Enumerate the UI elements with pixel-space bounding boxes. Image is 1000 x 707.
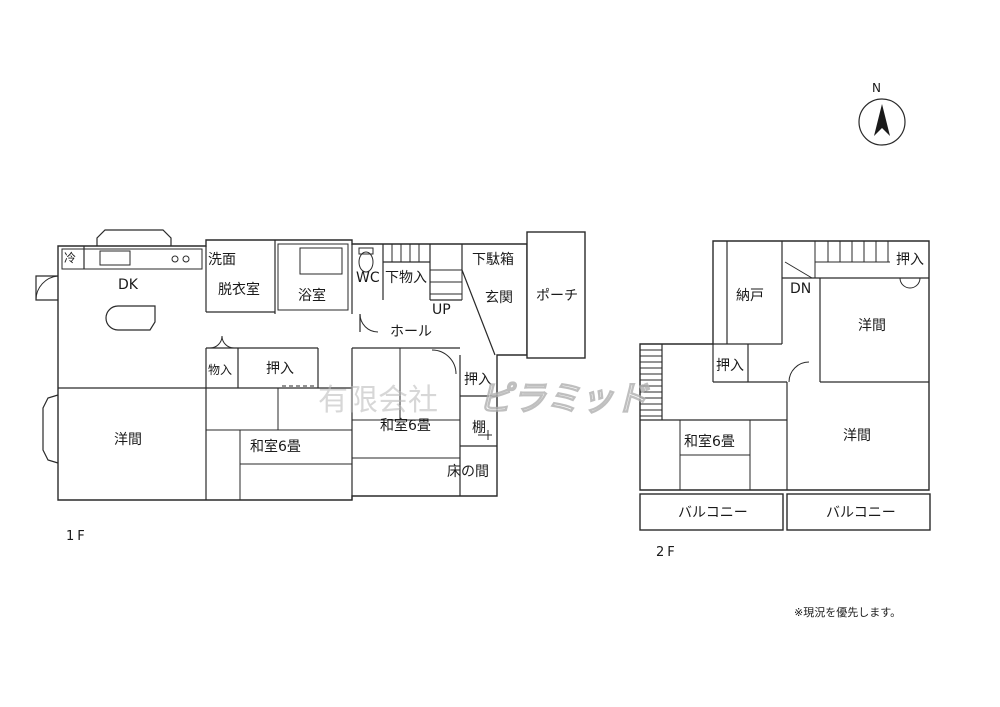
watermark-company: 有限会社 bbox=[318, 383, 438, 418]
room-label-oshiire-top: 押入 bbox=[896, 252, 924, 268]
watermark-brand: ピラミッド bbox=[478, 379, 650, 419]
room-label-youma-ne: 洋間 bbox=[858, 318, 886, 334]
room-label-balcony-a: バルコニー bbox=[678, 505, 748, 521]
room-label-genkan: 玄関 bbox=[485, 289, 513, 306]
room-label-senmen: 洗面 bbox=[208, 252, 236, 268]
floor-label-2f: 2F bbox=[656, 545, 678, 560]
room-label-porch: ポーチ bbox=[536, 288, 578, 304]
room-label-oshiire-a: 押入 bbox=[266, 361, 294, 377]
watermark: 有限会社 ピラミッド bbox=[318, 378, 651, 419]
room-label-shita-mono: 下物入 bbox=[385, 270, 427, 286]
floor-label-1f: 1F bbox=[66, 529, 88, 544]
room-label-washitsu-b: 和室6畳 bbox=[380, 417, 431, 434]
room-label-rei: 冷 bbox=[64, 251, 76, 265]
footnote: ※現況を優先します。 bbox=[794, 605, 901, 619]
room-label-washitsu-2f: 和室6畳 bbox=[684, 433, 735, 450]
room-label-dk: DK bbox=[118, 277, 139, 293]
room-label-hall: ホール bbox=[390, 324, 432, 340]
room-label-oshiire-mid: 押入 bbox=[716, 358, 744, 374]
room-label-up: UP bbox=[432, 302, 451, 318]
room-label-nando: 納戸 bbox=[736, 288, 764, 304]
room-label-shita-getabako: 下駄箱 bbox=[472, 252, 514, 268]
room-label-wc: WC bbox=[356, 270, 380, 286]
room-label-dn: DN bbox=[790, 281, 811, 297]
room-label-youma-1f: 洋間 bbox=[114, 432, 142, 448]
compass-label: N bbox=[872, 81, 881, 95]
room-label-monoire: 物入 bbox=[208, 363, 232, 377]
room-label-balcony-b: バルコニー bbox=[826, 505, 896, 521]
room-label-oshiire-b: 押入 bbox=[464, 372, 492, 388]
compass: N bbox=[858, 81, 906, 146]
second-floor-plan bbox=[639, 240, 931, 531]
room-label-tokonoma: 床の間 bbox=[447, 464, 489, 480]
room-label-yokushitsu: 浴室 bbox=[298, 287, 326, 304]
first-floor-plan bbox=[35, 229, 586, 501]
north-arrow-icon bbox=[874, 104, 882, 136]
room-label-datsuishitsu: 脱衣室 bbox=[218, 281, 260, 298]
room-label-washitsu-a: 和室6畳 bbox=[250, 438, 301, 455]
room-label-tana: 棚 bbox=[472, 420, 486, 436]
room-label-youma-e: 洋間 bbox=[843, 428, 871, 444]
